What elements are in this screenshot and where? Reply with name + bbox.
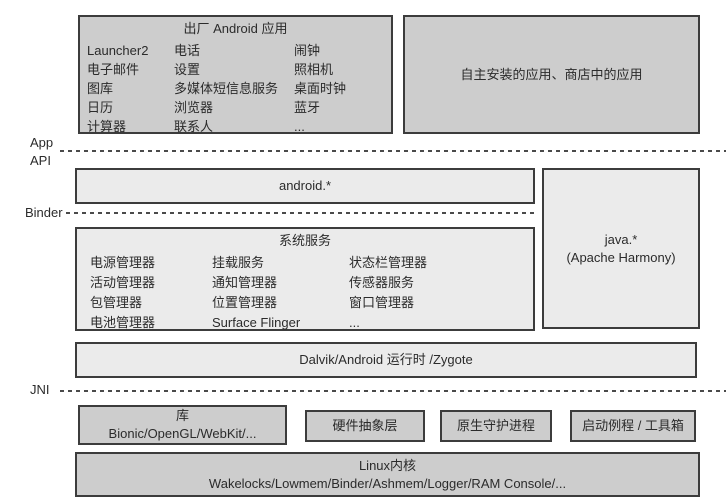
java-api-label: java.*: [604, 231, 638, 247]
factory-apps-col-2: 电话 设置 多媒体短信息服务 浏览器 联系人: [174, 41, 278, 136]
layer-label-api: API: [30, 153, 51, 168]
system-service-item: 状态栏管理器: [349, 255, 428, 270]
user-apps-label: 自主安装的应用、商店中的应用: [460, 66, 643, 82]
native-daemons-label: 原生守护进程: [456, 418, 535, 433]
libraries-box: 库 Bionic/OpenGL/WebKit/...: [78, 405, 287, 445]
layer-label-jni: JNI: [30, 382, 50, 397]
factory-app-item: 电子邮件: [87, 62, 140, 77]
system-service-item: 位置管理器: [212, 295, 278, 310]
hal-box: 硬件抽象层: [305, 410, 425, 442]
layer-label-app: App: [30, 135, 54, 150]
factory-apps-col-1: Launcher2 电子邮件 图库 日历 计算器: [87, 41, 148, 136]
android-api-box: android.*: [75, 168, 535, 204]
binder-divider-line: [66, 212, 538, 214]
hal-label: 硬件抽象层: [332, 418, 398, 433]
factory-apps-title: 出厂 Android 应用: [183, 21, 288, 36]
toolbox-label: 启动例程 / 工具箱: [582, 418, 684, 433]
linux-kernel-title: Linux内核: [358, 457, 417, 473]
native-daemons-box: 原生守护进程: [440, 410, 552, 442]
factory-app-item: 计算器: [87, 119, 127, 134]
factory-app-item: 蓝牙: [294, 100, 321, 115]
factory-app-item: ...: [294, 119, 305, 134]
system-service-item: 挂载服务: [212, 255, 265, 270]
system-service-item: 包管理器: [90, 295, 143, 310]
system-service-item: Surface Flinger: [212, 315, 301, 330]
android-api-label: android.*: [278, 178, 332, 193]
libraries-items: Bionic/OpenGL/WebKit/...: [108, 426, 257, 441]
system-services-col-2: 挂载服务 通知管理器 位置管理器 Surface Flinger: [212, 253, 300, 333]
system-service-item: 窗口管理器: [349, 295, 415, 310]
jni-divider-line: [60, 390, 726, 392]
system-service-item: ...: [349, 315, 360, 330]
factory-app-item: 浏览器: [174, 100, 214, 115]
java-api-sublabel: (Apache Harmony): [566, 249, 676, 265]
factory-app-item: 闹钟: [294, 43, 321, 58]
factory-apps-box: 出厂 Android 应用 Launcher2 电子邮件 图库 日历 计算器 电…: [78, 15, 393, 134]
java-api-box: java.* (Apache Harmony): [542, 168, 700, 329]
system-service-item: 通知管理器: [212, 275, 278, 290]
user-apps-box: 自主安装的应用、商店中的应用: [403, 15, 700, 134]
factory-app-item: 设置: [174, 62, 201, 77]
factory-app-item: 图库: [87, 81, 114, 96]
system-service-item: 电源管理器: [90, 255, 156, 270]
factory-apps-col-3: 闹钟 照相机 桌面时钟 蓝牙 ...: [294, 41, 346, 136]
system-services-col-1: 电源管理器 活动管理器 包管理器 电池管理器: [90, 253, 155, 333]
system-services-box: 系统服务 电源管理器 活动管理器 包管理器 电池管理器 挂载服务 通知管理器 位…: [75, 227, 535, 331]
factory-app-item: 电话: [174, 43, 201, 58]
toolbox-box: 启动例程 / 工具箱: [570, 410, 696, 442]
dalvik-runtime-label: Dalvik/Android 运行时 /Zygote: [299, 352, 473, 367]
factory-app-item: 联系人: [174, 119, 214, 134]
dalvik-runtime-box: Dalvik/Android 运行时 /Zygote: [75, 342, 697, 378]
system-service-item: 电池管理器: [90, 315, 156, 330]
factory-app-item: 桌面时钟: [294, 81, 347, 96]
factory-app-item: 照相机: [294, 62, 334, 77]
system-service-item: 传感器服务: [349, 275, 415, 290]
libraries-title: 库: [175, 408, 189, 423]
layer-label-binder: Binder: [25, 205, 63, 220]
app-api-divider-line: [60, 150, 726, 152]
factory-app-item: 日历: [87, 100, 114, 115]
linux-kernel-box: Linux内核 Wakelocks/Lowmem/Binder/Ashmem/L…: [75, 452, 700, 497]
linux-kernel-items: Wakelocks/Lowmem/Binder/Ashmem/Logger/RA…: [208, 475, 567, 491]
system-service-item: 活动管理器: [90, 275, 156, 290]
factory-app-item: 多媒体短信息服务: [174, 81, 279, 96]
system-services-title: 系统服务: [278, 233, 331, 248]
factory-app-item: Launcher2: [87, 43, 149, 58]
system-services-col-3: 状态栏管理器 传感器服务 窗口管理器 ...: [349, 253, 427, 333]
